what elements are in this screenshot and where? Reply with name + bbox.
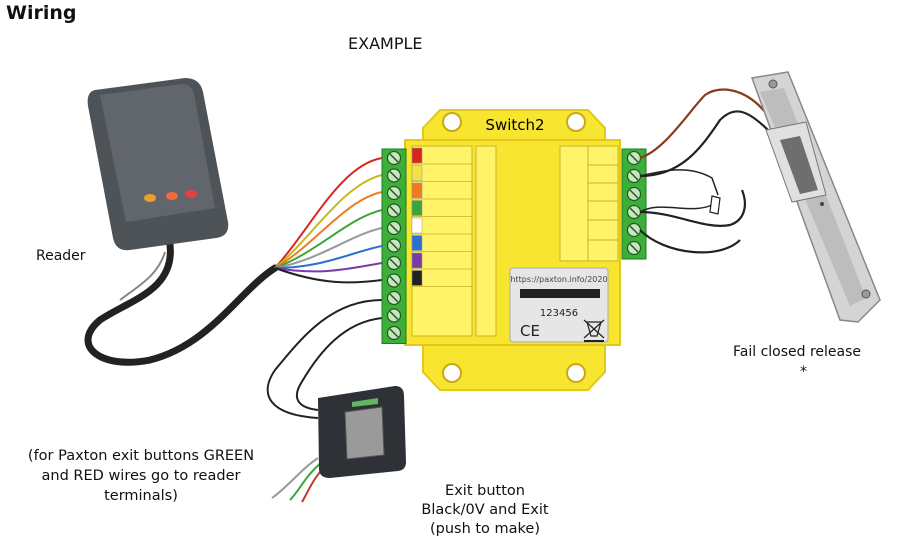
left-terminal-screw-slot (389, 153, 399, 163)
example-heading: EXAMPLE (348, 34, 423, 53)
reader-led-red-2 (185, 190, 197, 198)
reader-wires (274, 157, 383, 284)
mount-hole (442, 112, 462, 132)
diode (709, 195, 721, 215)
wire-colour-swatch (411, 270, 423, 286)
right-terminal-screw-slot (629, 225, 639, 235)
wire-colour-swatch (411, 217, 423, 234)
reader-led-red (166, 192, 178, 200)
fail-closed-label: Fail closed release (733, 344, 862, 360)
barcode (520, 289, 600, 298)
mount-hole (442, 363, 462, 383)
serial-label: https://paxton.info/2020 123456 CE (509, 267, 609, 343)
left-terminal-screw-slot (389, 310, 399, 321)
right-terminal-screw-slot (629, 189, 639, 199)
wire-colour-swatch (411, 252, 423, 269)
serial-url: https://paxton.info/2020 (510, 275, 607, 284)
exit-button-label-line3: (push to make) (429, 521, 541, 537)
serial-number: 123456 (540, 308, 578, 319)
reader-device (87, 78, 229, 251)
weee-bin-icon (583, 319, 605, 342)
reader-label: Reader (36, 248, 86, 264)
wire-colour-swatch (411, 235, 423, 251)
left-terminal-screw-slot (389, 240, 399, 251)
left-terminal-screw-slot (389, 293, 399, 303)
controller-name: Switch2 (485, 116, 544, 134)
reader-led-amber (144, 194, 156, 202)
switch2-controller: Switch2 https://paxton.info/2020 123456 … (404, 109, 621, 391)
left-terminal-screw-slot (389, 258, 399, 268)
paxton-note: (for Paxton exit buttons GREEN and RED w… (27, 448, 255, 504)
page-title: Wiring (6, 2, 77, 24)
exit-push-button (344, 406, 385, 460)
right-terminal-screw-slot (629, 153, 639, 163)
right-label-rows (587, 146, 618, 261)
fail-closed-lock (750, 71, 881, 323)
lock-wires (639, 88, 771, 254)
left-terminal-screw-slot (389, 170, 399, 181)
wire-colour-swatch (411, 200, 423, 216)
left-terminal-block (381, 148, 407, 344)
exit-button-device (318, 386, 406, 478)
right-terminal-screw-slot (629, 207, 639, 217)
exit-button-led (352, 398, 378, 407)
left-terminal-screw-slot (389, 188, 399, 198)
reader-drop-cable (119, 251, 166, 301)
exit-button-wires (266, 299, 383, 503)
right-terminal-screw-slot (629, 171, 639, 181)
fail-closed-mark: * (800, 364, 807, 380)
wire-colour-swatch (411, 147, 423, 164)
wire-colour-swatch (411, 165, 423, 181)
left-terminal-screw-slot (389, 328, 399, 338)
exit-button-label-line2: Black/0V and Exit (421, 502, 549, 518)
exit-button-label: Exit button Black/0V and Exit (push to m… (400, 482, 570, 539)
mount-hole (566, 363, 586, 383)
ce-mark: CE (520, 322, 540, 340)
reader-cable (84, 241, 279, 366)
exit-button-label-line1: Exit button (445, 483, 525, 499)
left-terminal-screw-slot (389, 223, 399, 233)
right-terminal-block (621, 148, 647, 260)
wire-colour-swatch (411, 182, 423, 199)
left-terminal-screw-slot (389, 275, 399, 286)
mount-hole (566, 112, 586, 132)
left-terminal-screw-slot (389, 205, 399, 216)
right-terminal-screw-slot (629, 243, 639, 253)
